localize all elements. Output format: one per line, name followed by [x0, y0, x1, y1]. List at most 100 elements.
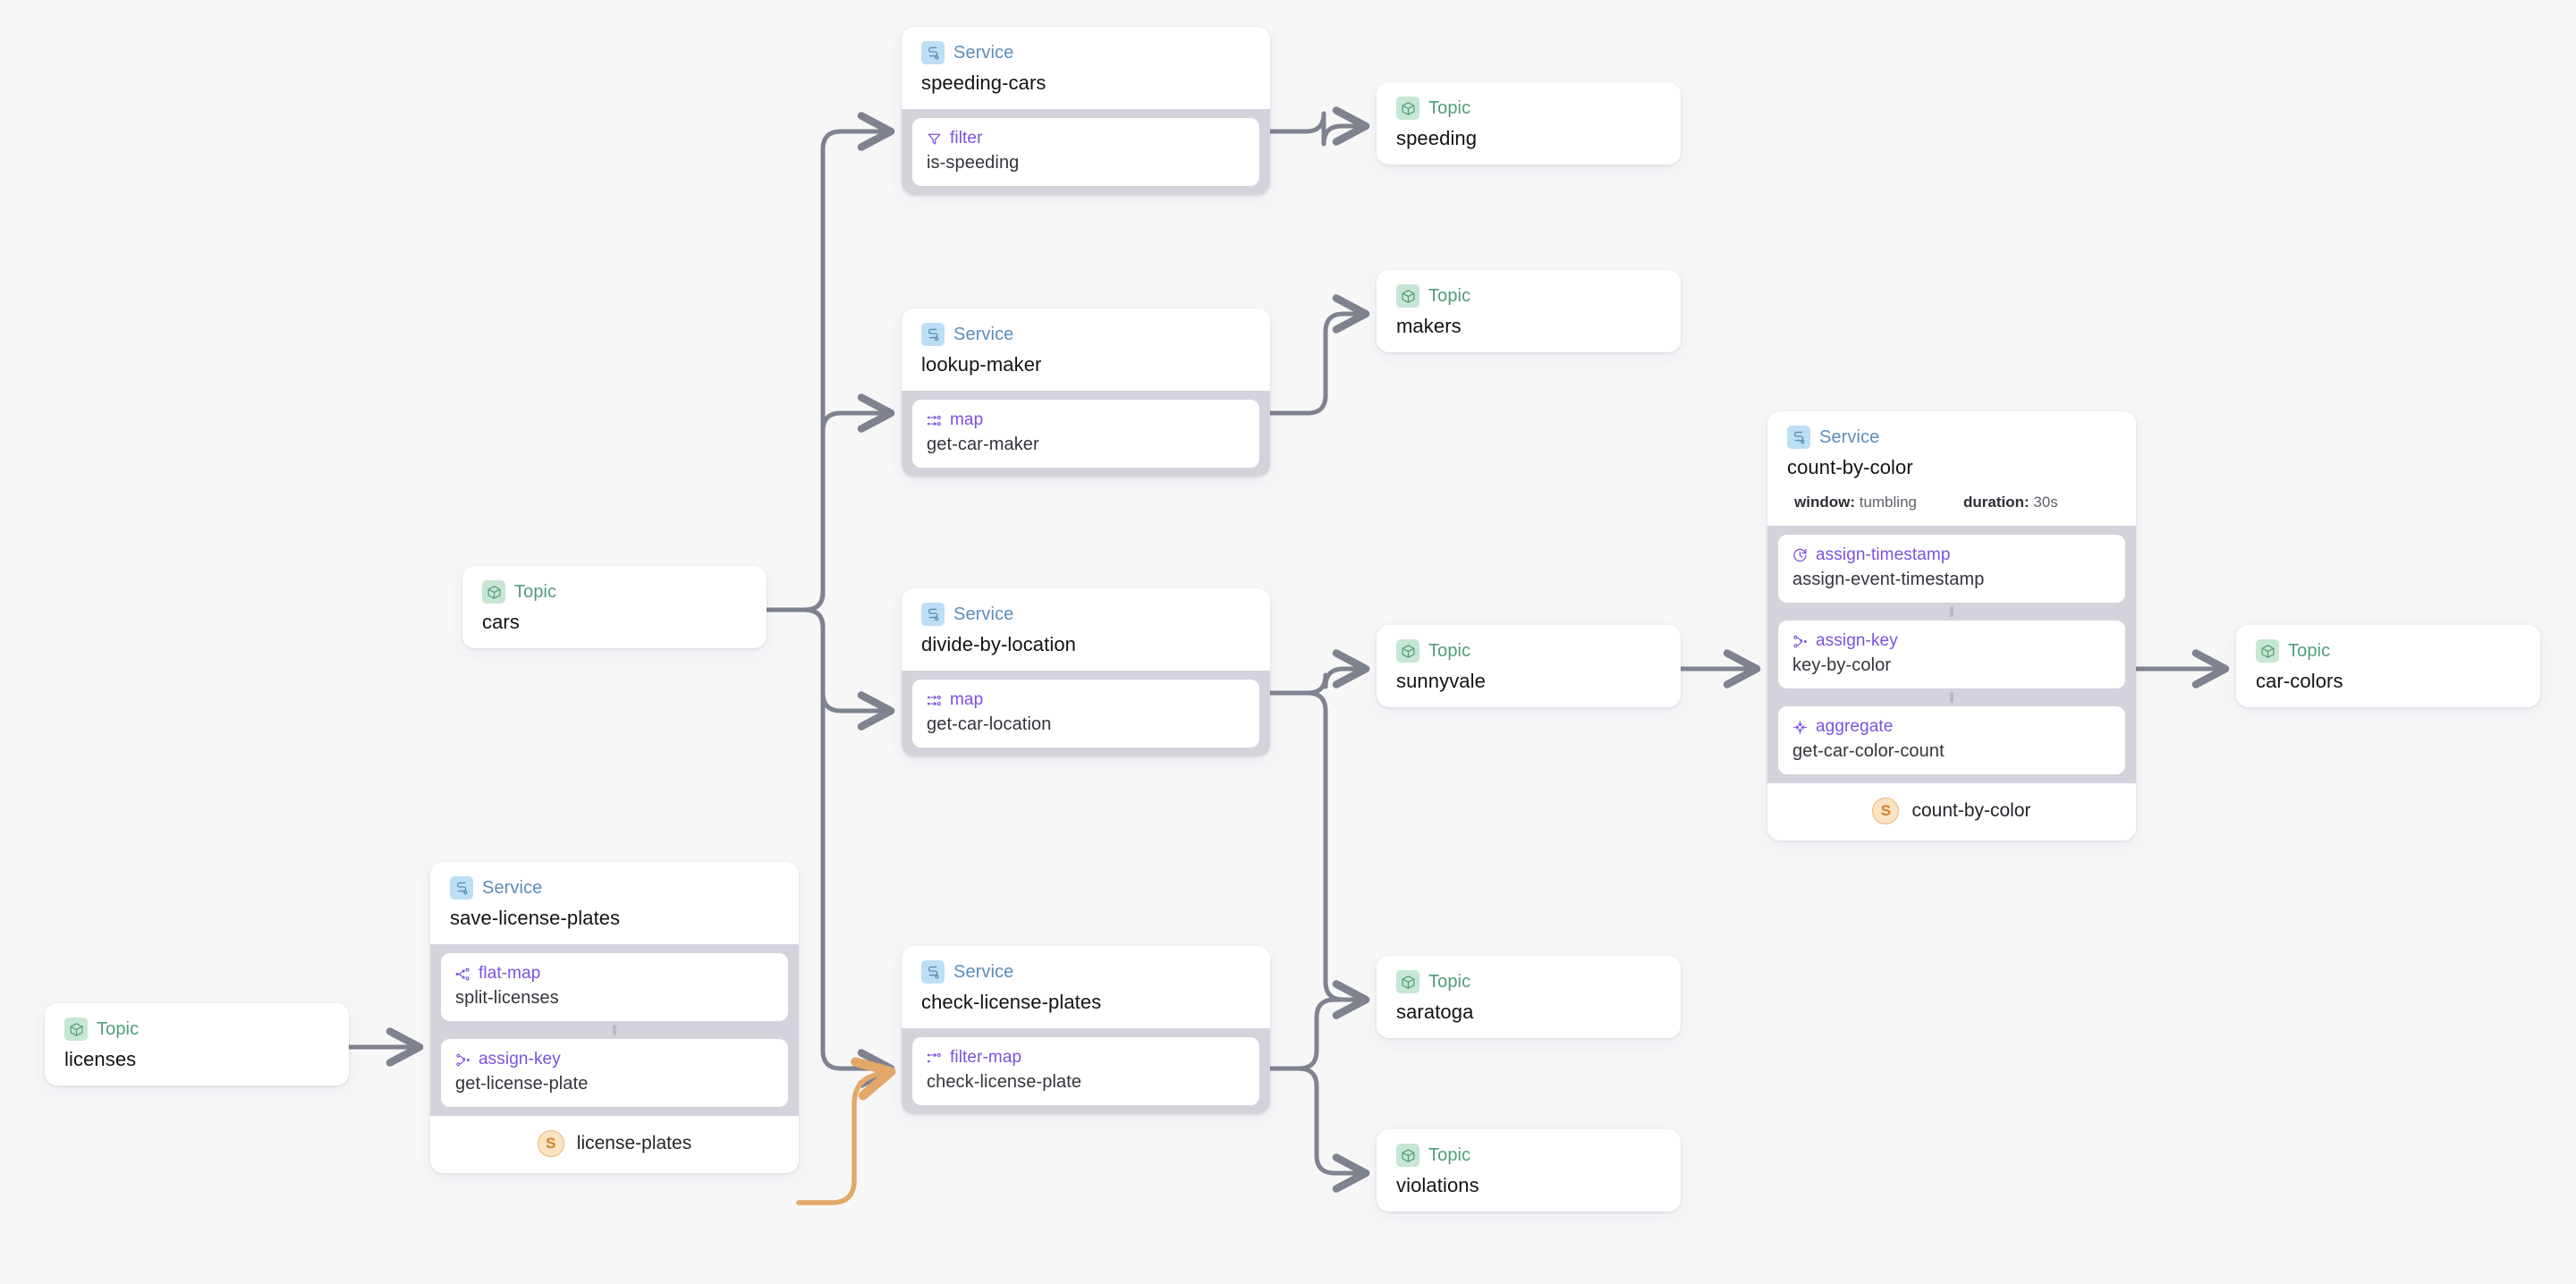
operator-band: map get-car-maker	[902, 391, 1270, 477]
edge-lookup-maker-to-makers	[1267, 294, 1370, 416]
operator-kind-label: assign-key	[479, 1050, 561, 1069]
operator-name: get-car-maker	[927, 435, 1039, 454]
operator-connector	[1950, 692, 1953, 703]
node-kind-row: Service	[450, 876, 779, 900]
node-kind-row: Topic	[1396, 1144, 1661, 1167]
node-title: speeding	[1396, 127, 1478, 149]
node-kind-label: Topic	[97, 1018, 140, 1039]
operator-kind-row: map	[927, 410, 1245, 430]
operator-kind-row: flat-map	[455, 964, 774, 984]
node-saratoga[interactable]: Topic saratoga	[1377, 956, 1681, 1038]
node-meta-label: duration:	[1962, 494, 2029, 511]
topic-cube-icon	[64, 1018, 88, 1041]
operator-name: key-by-color	[1792, 655, 1892, 675]
edge-check-to-saratoga	[1267, 980, 1370, 1071]
operator-kind-row: map	[927, 690, 1245, 710]
service-flow-icon	[921, 41, 945, 64]
operator-kind-label: flat-map	[479, 964, 541, 983]
node-title: check-license-plates	[921, 991, 1102, 1013]
topic-cube-icon	[2256, 639, 2279, 663]
node-title: licenses	[64, 1048, 137, 1070]
flat-map-icon	[455, 967, 470, 982]
state-badge-icon: S	[1872, 798, 1900, 824]
node-header: Service save-license-plates	[430, 862, 799, 944]
operator-kind-label: filter-map	[950, 1048, 1022, 1067]
edge-cars-to-divide	[764, 607, 895, 731]
edge-divide-to-saratoga	[1267, 690, 1370, 1019]
service-flow-icon	[450, 876, 473, 900]
node-kind-label: Service	[953, 42, 1014, 63]
node-kind-row: Service	[1787, 426, 2116, 449]
node-kind-label: Service	[953, 324, 1014, 344]
topic-cube-icon	[1396, 970, 1419, 993]
assign-key-icon	[455, 1052, 470, 1068]
edge-divide-to-sunnyvale	[1267, 649, 1370, 696]
edge-cars-to-speeding-cars	[764, 112, 895, 612]
node-kind-label: Service	[953, 961, 1014, 982]
node-header: Topic saratoga	[1377, 956, 1681, 1038]
operator-connector	[1950, 606, 1953, 617]
topic-cube-icon	[1396, 284, 1419, 308]
node-title: car-colors	[2256, 670, 2343, 692]
node-meta-label: window:	[1794, 494, 1855, 511]
topic-cube-icon	[1396, 1144, 1419, 1167]
operator-kind-row: aggregate	[1792, 717, 2111, 737]
node-licenses[interactable]: Topic licenses	[45, 1003, 349, 1085]
service-flow-icon	[921, 603, 945, 626]
operator-kind-label: map	[950, 690, 984, 709]
service-flow-icon	[1787, 426, 1810, 449]
node-kind-label: Topic	[1428, 285, 1471, 306]
map-icon	[927, 413, 942, 428]
node-kind-label: Service	[953, 604, 1014, 624]
node-title: violations	[1396, 1174, 1479, 1196]
edge-speeding-cars-to-speeding	[1267, 106, 1370, 147]
service-flow-icon	[921, 960, 945, 984]
aggregate-icon	[1792, 720, 1808, 735]
node-title: save-license-plates	[450, 907, 621, 929]
node-title: divide-by-location	[921, 633, 1076, 655]
operator-kind-label: filter	[950, 129, 983, 148]
operator-card[interactable]: map get-car-maker	[912, 400, 1259, 468]
node-kind-row: Topic	[1396, 970, 1661, 993]
node-violations[interactable]: Topic violations	[1377, 1129, 1681, 1212]
operator-connector	[613, 1025, 616, 1035]
node-header: Topic licenses	[45, 1003, 349, 1085]
operator-card[interactable]: aggregate get-car-color-count	[1778, 706, 2125, 774]
node-kind-row: Service	[921, 41, 1250, 64]
operator-kind-row: filter	[927, 129, 1245, 148]
state-badge-icon: S	[537, 1130, 564, 1157]
node-title: sunnyvale	[1396, 670, 1486, 692]
filter-map-icon	[927, 1051, 942, 1066]
node-title: saratoga	[1396, 1001, 1474, 1023]
edge-license-plates-state-to-check	[796, 1057, 896, 1205]
assign-key-icon	[1792, 634, 1808, 649]
operator-name: get-car-color-count	[1792, 741, 1945, 761]
